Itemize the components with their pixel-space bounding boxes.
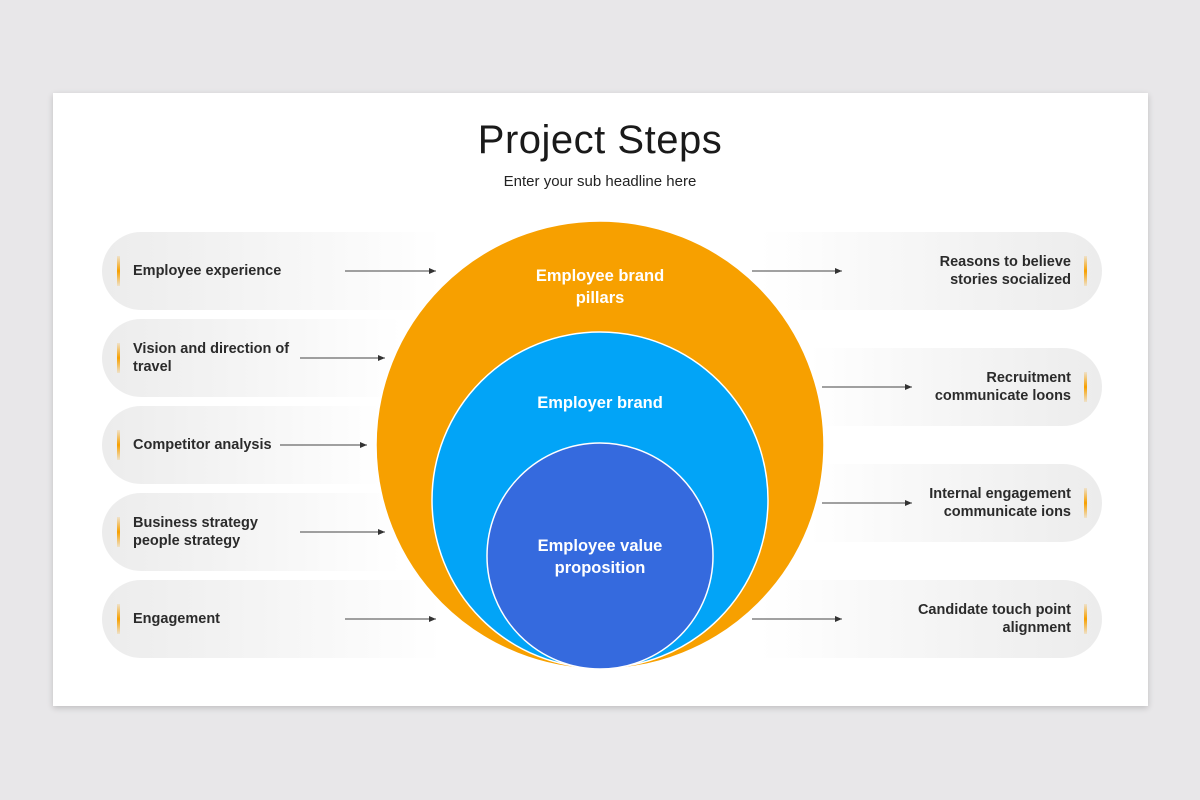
step-label: Recruitment communicate loons [934,370,1071,404]
step-label: Candidate touch point alignment [917,602,1071,636]
step-label: Employee experience [133,263,282,279]
accent-bar [117,604,120,634]
step-label: Vision and direction of travel [133,341,290,375]
step-label: Competitor analysis [133,437,272,453]
page-title: Project Steps [477,118,723,162]
accent-bar [1084,256,1087,286]
page-subtitle: Enter your sub headline here [503,173,697,190]
step-label: Internal engagement communicate ions [929,486,1071,520]
inner-circle [486,442,714,670]
step-label: Business strategy people strategy [133,515,258,549]
outer-circle-label: Employee brand pillars [535,267,665,307]
accent-bar [1084,604,1087,634]
accent-bar [117,256,120,286]
left-step-2: Vision and direction of travel [102,319,402,397]
accent-bar [117,430,120,460]
right-step-3: Internal engagement communicate ions [810,464,1102,542]
step-label: Reasons to believe stories socialized [939,254,1071,288]
middle-circle-label: Employer brand [537,394,663,412]
accent-bar [1084,488,1087,518]
accent-bar [1084,372,1087,402]
step-label: Engagement [133,611,221,627]
accent-bar [117,343,120,373]
accent-bar [117,517,120,547]
inner-circle-label: Employee value proposition [537,537,663,577]
